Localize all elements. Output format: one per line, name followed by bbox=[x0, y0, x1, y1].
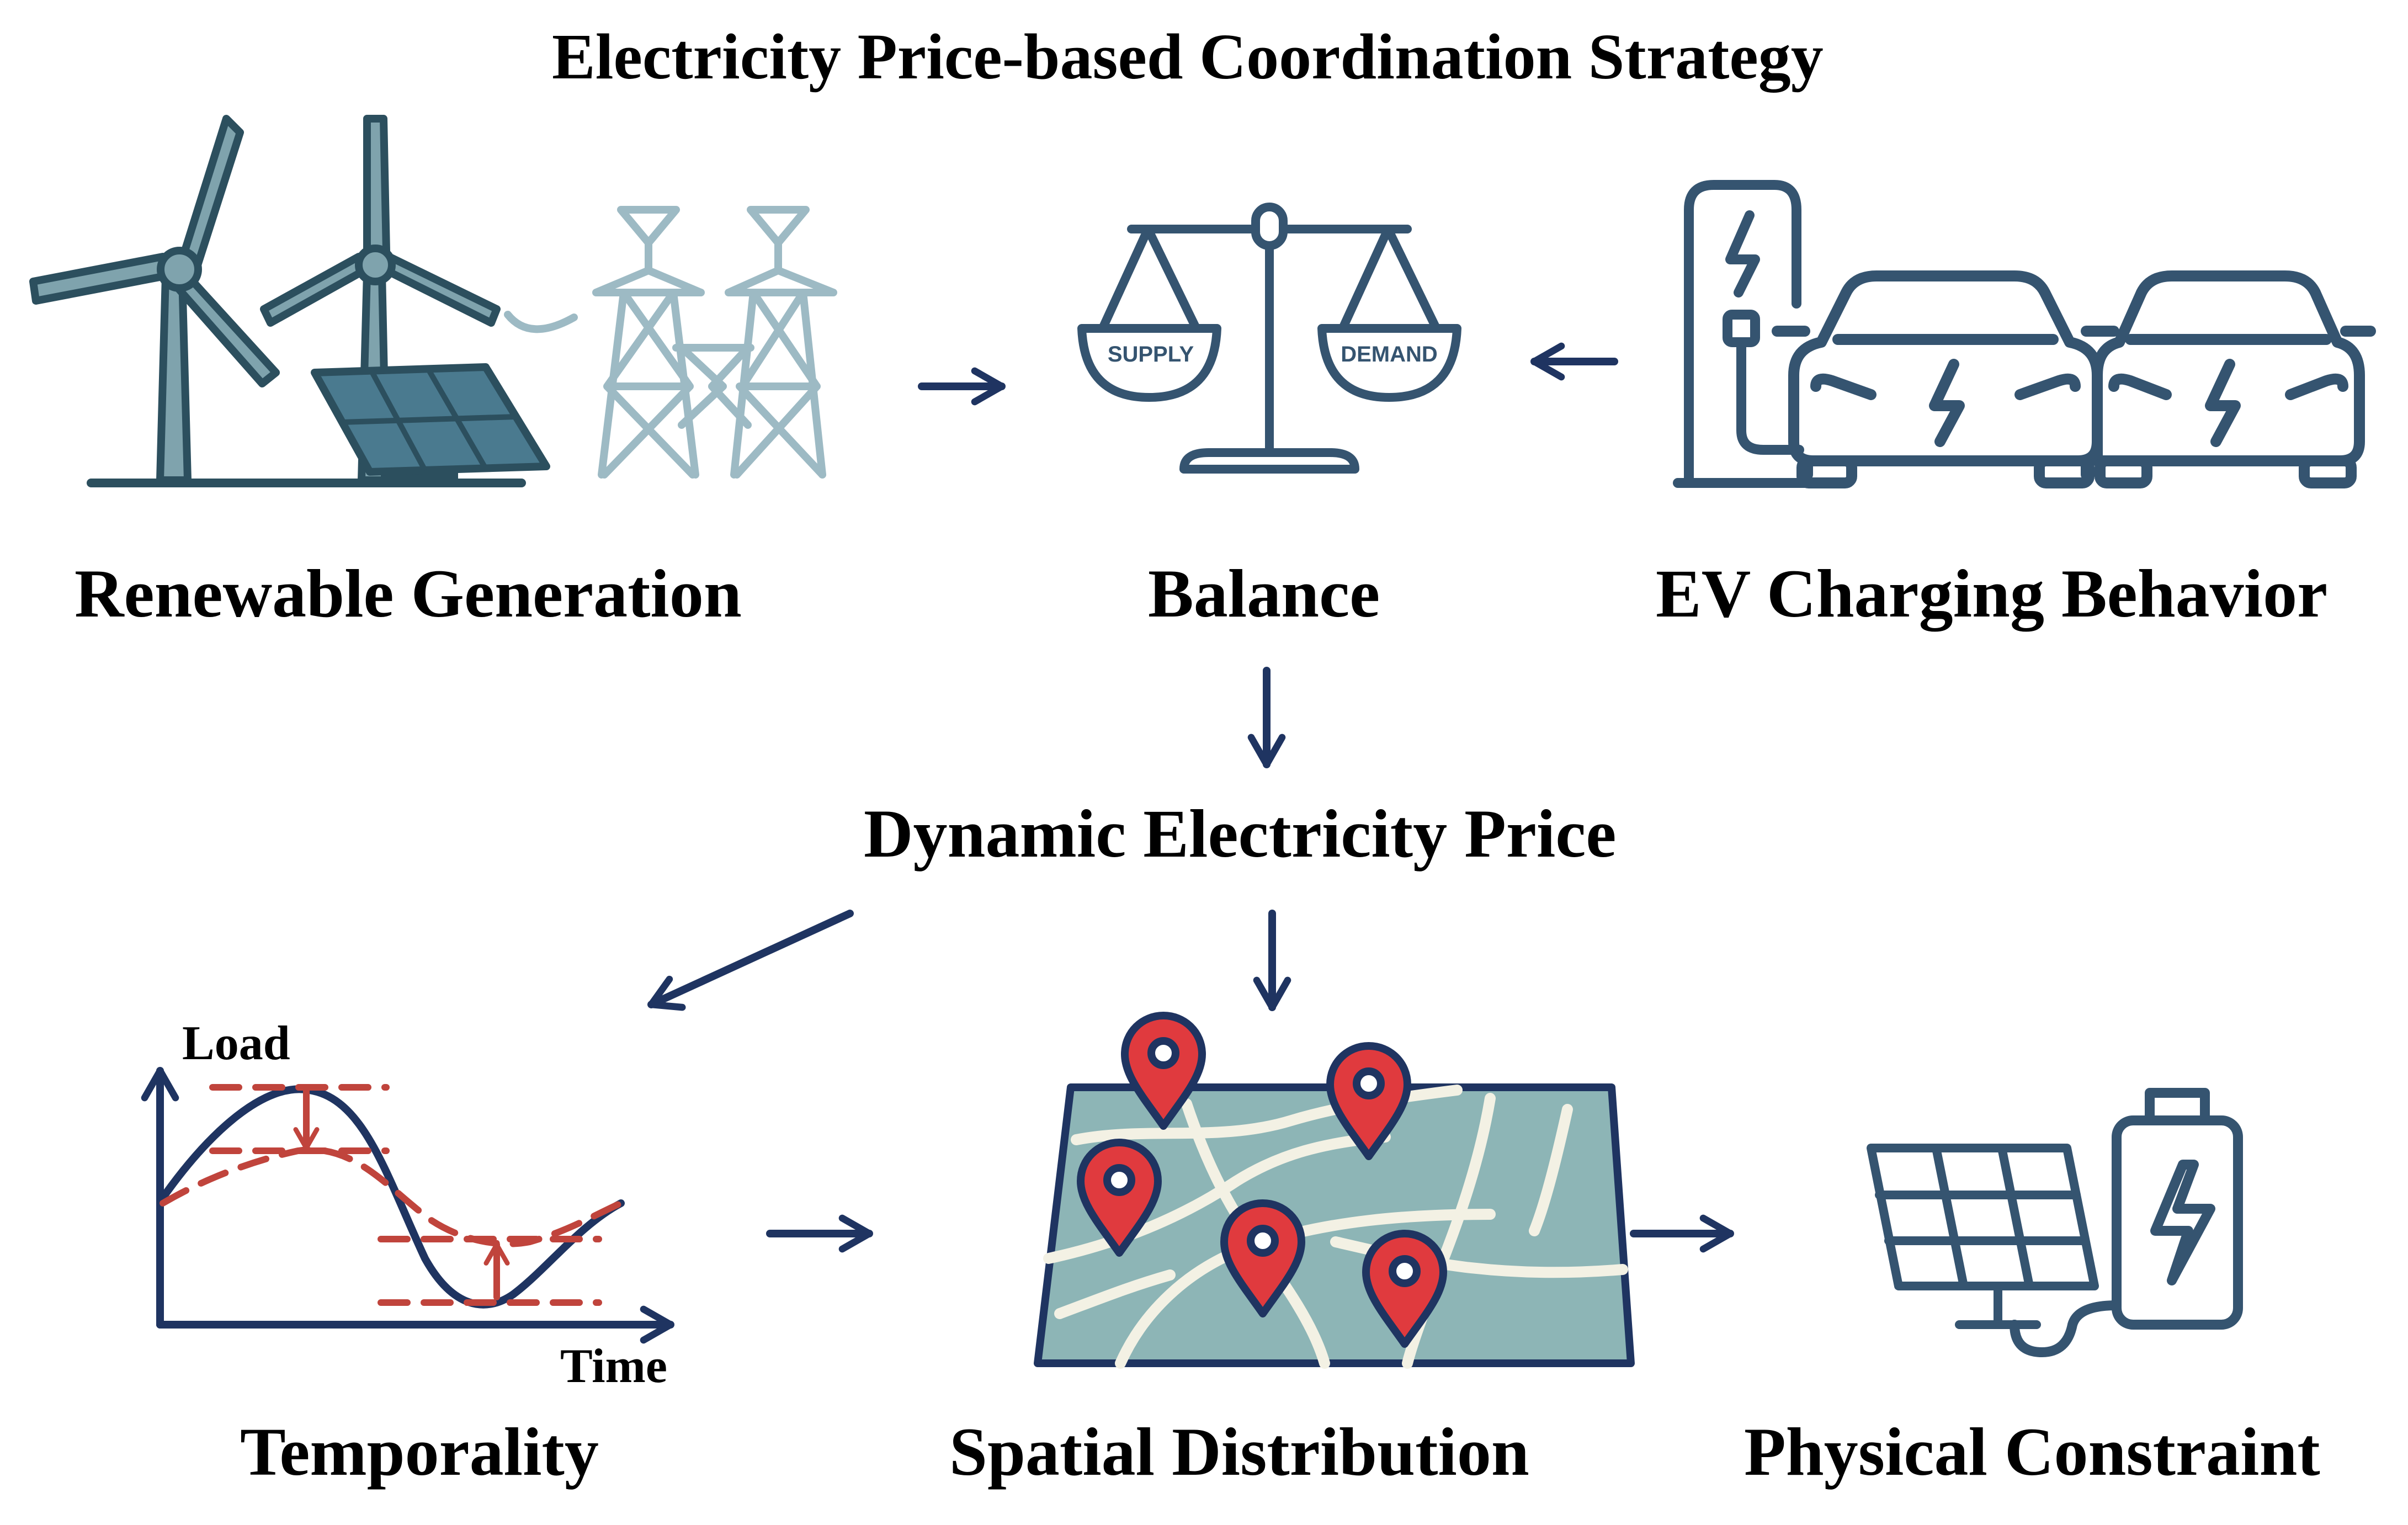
location-pin-icon bbox=[1121, 1012, 1206, 1130]
node-spatial-distribution: Spatial Distribution bbox=[949, 1414, 1529, 1490]
load-time-graph bbox=[141, 1067, 674, 1344]
balance-scale-icon bbox=[1077, 203, 1461, 474]
graph-y-axis-label: Load bbox=[182, 1017, 290, 1070]
solar-panel-icon bbox=[311, 363, 550, 483]
node-renewable-generation: Renewable Generation bbox=[75, 556, 742, 631]
location-pin-icon bbox=[1077, 1139, 1162, 1257]
scale-demand-label: DEMAND bbox=[1341, 342, 1438, 366]
scale-supply-label: SUPPLY bbox=[1108, 342, 1194, 366]
node-physical-constraint: Physical Constraint bbox=[1744, 1414, 2320, 1490]
ev-charger-icon bbox=[1673, 180, 1812, 488]
battery-icon bbox=[2010, 1088, 2243, 1357]
node-balance: Balance bbox=[1148, 556, 1380, 631]
graph-x-axis-label: Time bbox=[560, 1340, 667, 1393]
electric-car-icon bbox=[2092, 270, 2376, 488]
node-temporality: Temporality bbox=[240, 1414, 599, 1490]
node-ev-charging-behavior: EV Charging Behavior bbox=[1656, 556, 2328, 631]
location-pin-icon bbox=[1362, 1230, 1447, 1348]
location-pin-icon bbox=[1326, 1042, 1411, 1160]
wind-turbine-icon bbox=[29, 115, 280, 484]
node-dynamic-electricity-price: Dynamic Electricity Price bbox=[864, 796, 1617, 872]
arrow-price-to-temporality bbox=[647, 910, 854, 1011]
flow-arrows bbox=[647, 342, 1734, 1253]
electric-car-icon bbox=[1772, 270, 2119, 488]
location-pin-icon bbox=[1220, 1199, 1305, 1317]
transmission-tower-icon bbox=[504, 206, 837, 479]
solar-panel-icon bbox=[1867, 1144, 2099, 1329]
diagram-title: Electricity Price-based Coordination Str… bbox=[552, 20, 1824, 93]
location-pins bbox=[1077, 1012, 1447, 1348]
